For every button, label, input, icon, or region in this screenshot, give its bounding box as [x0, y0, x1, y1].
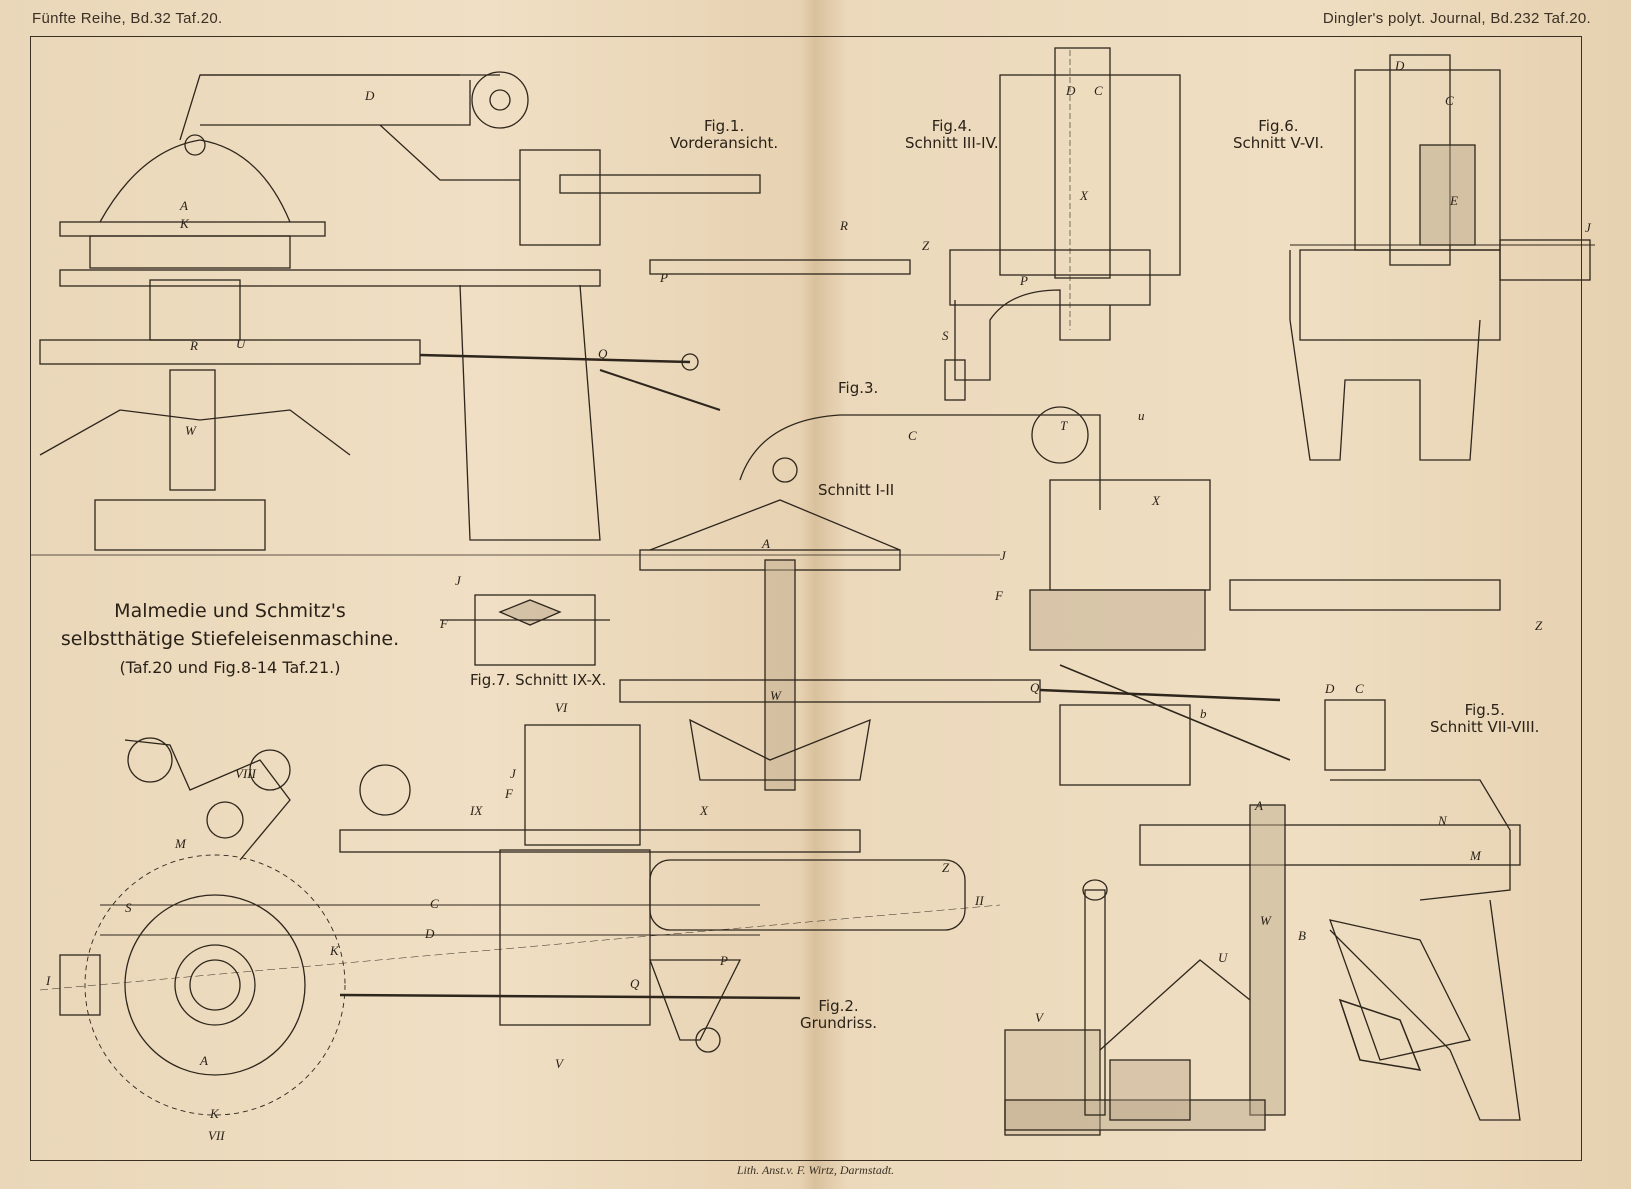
svg-text:K: K: [179, 216, 190, 231]
svg-text:F: F: [994, 588, 1004, 603]
svg-text:D: D: [1394, 58, 1405, 73]
fig4-caption: Fig.4. Schnitt III-IV.: [905, 117, 999, 153]
svg-text:F: F: [504, 786, 514, 801]
svg-text:Q: Q: [630, 976, 640, 991]
fig7-drawing: [440, 594, 610, 666]
svg-text:D: D: [364, 88, 375, 103]
svg-text:A: A: [761, 536, 770, 551]
fig5-drawing: [1004, 699, 1521, 1136]
svg-text:C: C: [1355, 681, 1364, 696]
svg-text:Q: Q: [1030, 680, 1040, 695]
svg-text:Q: Q: [598, 346, 608, 361]
svg-text:IX: IX: [469, 803, 483, 818]
svg-text:b: b: [1200, 706, 1207, 721]
svg-text:D: D: [1065, 83, 1076, 98]
svg-text:P: P: [1019, 273, 1028, 288]
svg-text:Z: Z: [922, 238, 930, 253]
header-left: Fünfte Reihe, Bd.32 Taf.20.: [32, 10, 223, 27]
svg-text:X: X: [1079, 188, 1089, 203]
fig3-title: Fig.3.: [838, 379, 879, 397]
header-right: Dingler's polyt. Journal, Bd.232 Taf.20.: [1322, 10, 1591, 27]
fig6-subtitle: Schnitt V-VI.: [1233, 134, 1324, 153]
svg-text:u: u: [1138, 408, 1145, 423]
fig5-caption: Fig.5. Schnitt VII-VIII.: [1430, 701, 1540, 737]
fig2-subtitle: Grundriss.: [800, 1014, 878, 1033]
fig5-title: Fig.5.: [1464, 701, 1505, 719]
svg-text:V: V: [1035, 1010, 1045, 1025]
svg-text:E: E: [1449, 193, 1458, 208]
svg-text:W: W: [770, 688, 782, 703]
svg-text:F: F: [439, 616, 449, 631]
svg-text:J: J: [455, 573, 462, 588]
svg-text:D: D: [424, 926, 435, 941]
svg-text:U: U: [236, 336, 247, 351]
svg-text:A: A: [1254, 798, 1263, 813]
svg-text:C: C: [430, 896, 439, 911]
fig7-caption: Fig.7. Schnitt IX-X.: [470, 671, 607, 689]
plate-title-line3: (Taf.20 und Fig.8-14 Taf.21.): [119, 658, 341, 677]
svg-text:T: T: [1060, 418, 1068, 433]
fig1-subtitle: Vorderansicht.: [670, 134, 779, 153]
fig3-subtitle: Schnitt I-II: [818, 481, 895, 499]
fig1-caption: Fig.1. Vorderansicht.: [670, 117, 779, 153]
svg-text:P: P: [719, 953, 728, 968]
fig2-drawing: [39, 724, 1001, 1116]
svg-text:X: X: [699, 803, 709, 818]
svg-text:Z: Z: [942, 860, 950, 875]
svg-text:B: B: [1298, 928, 1306, 943]
plate-title: Malmedie und Schmitz's selbstthätige Sti…: [60, 600, 400, 677]
svg-text:C: C: [1094, 83, 1103, 98]
svg-text:P: P: [659, 270, 668, 285]
svg-text:S: S: [942, 328, 949, 343]
svg-text:C: C: [1445, 93, 1454, 108]
svg-text:X: X: [1151, 493, 1161, 508]
svg-text:J: J: [1585, 220, 1592, 235]
svg-text:V: V: [555, 1056, 565, 1071]
fig4-subtitle: Schnitt III-IV.: [905, 134, 999, 153]
fig4-title: Fig.4.: [931, 117, 972, 135]
svg-text:J: J: [510, 766, 517, 781]
plate-title-line1: Malmedie und Schmitz's: [114, 600, 346, 622]
svg-text:K: K: [329, 943, 340, 958]
svg-text:M: M: [1469, 848, 1482, 863]
fig2-caption: Fig.2. Grundriss.: [800, 997, 878, 1033]
svg-text:I: I: [45, 973, 51, 988]
svg-text:W: W: [1260, 913, 1272, 928]
svg-text:VIII: VIII: [235, 766, 257, 781]
svg-text:Z: Z: [1535, 618, 1543, 633]
fig3-drawing: [619, 406, 1501, 791]
fig6-caption: Fig.6. Schnitt V-VI.: [1233, 117, 1324, 153]
svg-text:A: A: [179, 198, 188, 213]
svg-text:II: II: [974, 893, 984, 908]
fig2-title: Fig.2.: [818, 997, 859, 1015]
svg-text:VII: VII: [208, 1128, 225, 1143]
svg-text:S: S: [125, 900, 132, 915]
plate-title-line2: selbstthätige Stiefeleisenmaschine.: [60, 628, 400, 650]
svg-text:M: M: [174, 836, 187, 851]
fig6-title: Fig.6.: [1258, 117, 1299, 135]
fig1-title: Fig.1.: [703, 117, 745, 135]
svg-text:K: K: [209, 1106, 220, 1121]
lithographer-credit: Lith. Anst.v. F. Wirtz, Darmstadt.: [736, 1163, 895, 1177]
plate-frame: [30, 36, 1582, 1161]
svg-text:R: R: [839, 218, 848, 233]
fig1-drawing: [39, 71, 911, 551]
svg-text:N: N: [1437, 813, 1448, 828]
svg-text:J: J: [1000, 548, 1007, 563]
fig6-drawing: [1289, 54, 1595, 461]
svg-text:VI: VI: [555, 700, 568, 715]
svg-text:R: R: [189, 338, 198, 353]
fig4-drawing: [944, 47, 1181, 401]
svg-text:A: A: [199, 1053, 208, 1068]
svg-text:U: U: [1218, 950, 1229, 965]
svg-text:C: C: [908, 428, 917, 443]
svg-text:W: W: [185, 423, 197, 438]
svg-text:D: D: [1324, 681, 1335, 696]
fig5-subtitle: Schnitt VII-VIII.: [1430, 718, 1540, 737]
